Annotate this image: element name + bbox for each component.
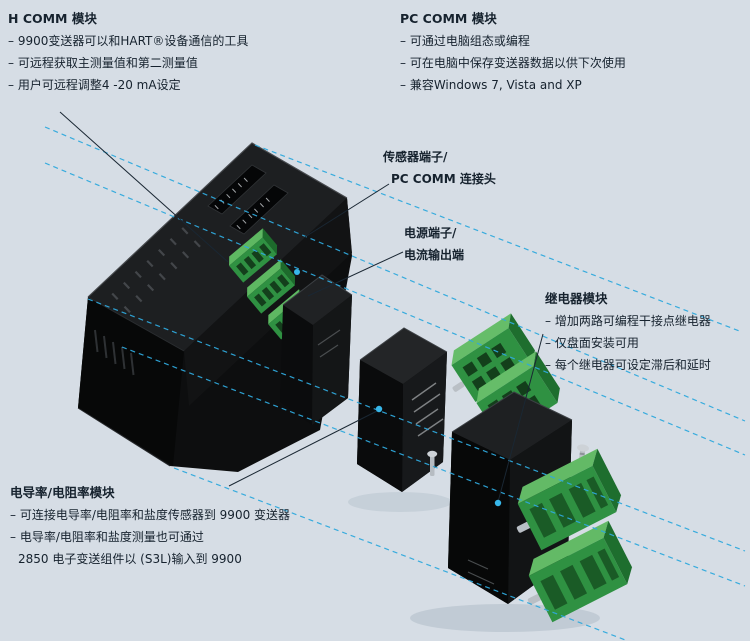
pc-comm-annotation: PC COMM 模块 – 可通过电脑组态或编程 – 可在电脑中保存变送器数据以供… <box>400 8 748 96</box>
relay-item: – 每个继电器可设定滞后和延时 <box>545 358 711 372</box>
sensor-terminal-label-line1: 传感器端子/ <box>383 150 448 164</box>
h-comm-item: – 9900变送器可以和HART®设备通信的工具 <box>8 34 249 48</box>
conductivity-title: 电导率/电阻率模块 <box>10 485 115 500</box>
conductivity-item: 2850 电子变送组件以 (S3L)输入到 9900 <box>18 552 242 566</box>
power-terminal-label-line2: 电流输出端 <box>404 248 465 262</box>
vent-slots <box>111 227 201 314</box>
output-connectors <box>516 444 633 623</box>
sensor-terminal-label-line2: PC COMM 连接头 <box>391 172 496 186</box>
terminal-strip-2 <box>229 184 289 235</box>
leader-conductivity <box>228 410 378 487</box>
relay-title: 继电器模块 <box>545 291 608 306</box>
module-label-marks <box>411 382 444 437</box>
leader-sensor-terminal <box>304 183 390 238</box>
relay-annotation: 继电器模块 – 增加两路可编程干接点继电器 – 仅盘面安装可用 – 每个继电器可… <box>545 288 747 376</box>
h-comm-item: – 用户可远程调整4 -20 mA设定 <box>8 78 181 92</box>
power-terminal-label-line1: 电源端子/ <box>404 226 457 240</box>
pc-comm-item: – 兼容Windows 7, Vista and XP <box>400 78 582 92</box>
dashed-guide-lines <box>44 126 746 641</box>
leader-lines <box>59 111 544 503</box>
module-label-marks <box>467 559 495 585</box>
conductivity-item: – 可连接电导率/电阻率和盐度传感器到 9900 变送器 <box>10 508 291 522</box>
leader-relay <box>497 333 544 503</box>
leader-h-comm <box>59 111 229 263</box>
sensor-terminal-label: 传感器端子/ PC COMM 连接头 <box>383 146 496 190</box>
h-comm-item: – 可远程获取主测量值和第二测量值 <box>8 56 198 70</box>
conductivity-annotation: 电导率/电阻率模块 – 可连接电导率/电阻率和盐度传感器到 9900 变送器 –… <box>10 482 378 570</box>
pc-comm-item: – 可通过电脑组态或编程 <box>400 34 530 48</box>
pc-comm-title: PC COMM 模块 <box>400 11 497 26</box>
relay-item: – 仅盘面安装可用 <box>545 336 639 350</box>
power-terminal-label: 电源端子/ 电流输出端 <box>404 222 464 266</box>
conductivity-module <box>357 327 448 492</box>
pc-comm-item: – 可在电脑中保存变送器数据以供下次使用 <box>400 56 626 70</box>
h-comm-annotation: H COMM 模块 – 9900变送器可以和HART®设备通信的工具 – 可远程… <box>8 8 380 96</box>
relay-item: – 增加两路可编程干接点继电器 <box>545 314 711 328</box>
h-comm-title: H COMM 模块 <box>8 11 97 26</box>
h-comm-module <box>280 274 353 425</box>
conductivity-item: – 电导率/电阻率和盐度测量也可通过 <box>10 530 204 544</box>
leader-power-terminal <box>307 251 404 297</box>
side-vents <box>94 329 135 376</box>
connection-dots <box>294 269 502 507</box>
screw-small <box>427 450 438 476</box>
